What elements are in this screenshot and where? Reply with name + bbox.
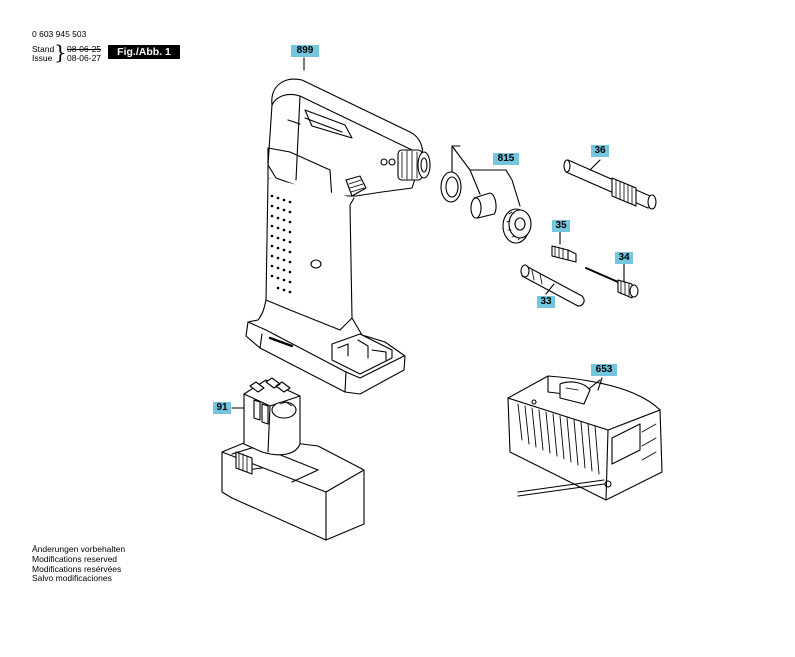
stand-date: 08-06-25 xyxy=(67,44,102,54)
long-nozzle xyxy=(563,159,657,210)
callout-815: 815 xyxy=(493,153,519,165)
note-en: Modifications reserved xyxy=(32,553,118,564)
modification-notes: Änderungen vorbehalten Modifications res… xyxy=(32,544,126,584)
adapter-set xyxy=(440,171,532,244)
callout-33: 33 xyxy=(537,296,555,308)
stand-label: Stand xyxy=(32,44,55,54)
battery-pack xyxy=(221,377,365,541)
leader-36 xyxy=(589,159,601,171)
note-fr: Modifications resérvées xyxy=(32,563,122,574)
figure-label: Fig./Abb. 1 xyxy=(108,45,180,59)
note-es: Salvo modificaciones xyxy=(32,573,112,584)
battery-charger xyxy=(507,375,663,501)
air-pump-body xyxy=(245,78,431,395)
leader-653 xyxy=(597,377,603,391)
callout-91: 91 xyxy=(213,402,231,414)
leader-815 xyxy=(451,145,521,207)
callout-899: 899 xyxy=(291,45,319,57)
inflation-needle xyxy=(585,267,639,299)
part-number: 0 603 945 503 xyxy=(32,29,87,39)
note-de: Änderungen vorbehalten xyxy=(32,544,126,554)
issue-date: 08-06-27 xyxy=(67,53,102,63)
issue-label: Issue xyxy=(32,53,53,63)
brace-symbol: } xyxy=(54,40,67,64)
callout-35: 35 xyxy=(552,220,570,232)
callout-653: 653 xyxy=(591,364,617,376)
leader-33 xyxy=(545,283,555,295)
callout-36: 36 xyxy=(591,145,609,157)
valve-adapter xyxy=(551,245,577,263)
callout-34: 34 xyxy=(615,252,633,264)
